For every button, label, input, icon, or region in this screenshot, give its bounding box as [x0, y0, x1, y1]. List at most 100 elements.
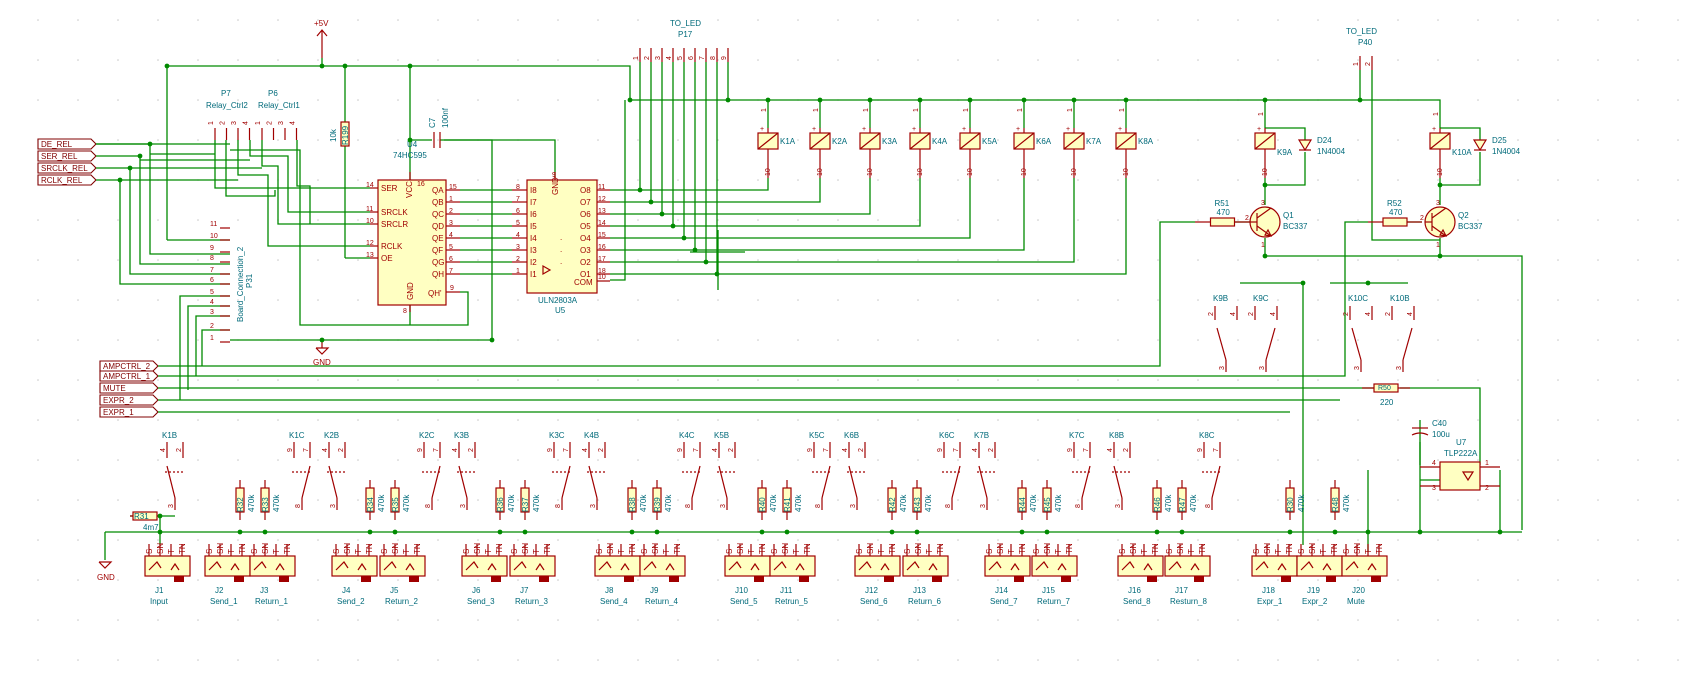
- pin-number: 1: [210, 335, 214, 342]
- jack-label: Expr_2: [1302, 597, 1328, 606]
- pin-number: 9: [547, 448, 554, 452]
- pin-number: 4: [1432, 460, 1436, 467]
- pin-number: 3: [168, 504, 175, 508]
- pin-number: 7: [433, 448, 440, 452]
- connector-value: Relay_Ctrl1: [258, 101, 300, 110]
- jack-ref: J14: [995, 586, 1008, 595]
- jack-ref: J3: [260, 586, 269, 595]
- pin-number: 13: [598, 208, 606, 215]
- jack-pin-label: TN: [673, 543, 682, 554]
- pin-number: +: [760, 126, 764, 133]
- pin-number: 8: [1205, 504, 1212, 508]
- jack-label: Send_4: [600, 597, 628, 606]
- resistor-value: 470k: [899, 494, 908, 512]
- diode-ref: D24: [1317, 136, 1332, 145]
- junction-dots: [117, 63, 1503, 535]
- jack-ref: J9: [650, 586, 659, 595]
- pin-number: 3: [850, 504, 857, 508]
- diode-value: 1N4004: [1317, 147, 1346, 156]
- pin-number: 2: [728, 448, 735, 452]
- resistor-value: 470k: [794, 494, 803, 512]
- switch-ref: K1B: [162, 431, 177, 440]
- pin-number: 10: [967, 168, 974, 176]
- pin-number: 7: [699, 56, 706, 60]
- pin-number: 4: [842, 448, 849, 452]
- net-flag-label: AMPCTRL_1: [103, 372, 151, 381]
- pin-number: 8: [210, 255, 214, 262]
- jack-pin-label: S: [380, 549, 389, 554]
- jack-pin-label: S: [1165, 549, 1174, 554]
- switch-ref: K7B: [974, 431, 989, 440]
- pin-number: +: [1016, 126, 1020, 133]
- pin-number: 1: [863, 108, 870, 112]
- pin-number: 4: [516, 232, 520, 239]
- resistor-value: 470k: [247, 494, 256, 512]
- opto-ref: U7: [1456, 438, 1467, 447]
- relay-ref: K1A: [780, 137, 796, 146]
- net-flag-label: SRCLK_REL: [41, 164, 88, 173]
- pin-name: I2: [530, 258, 537, 267]
- jack-pin-label: S: [640, 549, 649, 554]
- jack-label: Mute: [1347, 597, 1365, 606]
- jack-ref: J18: [1262, 586, 1275, 595]
- pin-number: 7: [449, 268, 453, 275]
- jack-pin-label: TN: [1151, 543, 1160, 554]
- resistor-ref: R42: [888, 497, 897, 512]
- pin-number: 8: [555, 504, 562, 508]
- jack-pin-label: TN: [1375, 543, 1384, 554]
- jack-pin-label: SN: [1043, 543, 1052, 554]
- jack-pin-label: T: [1140, 549, 1149, 554]
- jack-pin-label: SN: [521, 543, 530, 554]
- net-flag-de-rel: DE_REL: [37, 138, 97, 150]
- resistor-value: 470k: [377, 494, 386, 512]
- resistor-ref: R51: [1215, 199, 1230, 208]
- pin-number: 1: [813, 108, 820, 112]
- pin-number: 2: [988, 448, 995, 452]
- net-flag-mute: MUTE: [99, 382, 159, 394]
- pin-number: 14: [598, 220, 606, 227]
- pin-name: QG: [432, 258, 444, 267]
- capacitor-value: 100u: [1432, 430, 1450, 439]
- ic-value: 74HC595: [393, 151, 427, 160]
- jack-pin-label: SN: [1129, 543, 1138, 554]
- net-flag-expr-1: EXPR_1: [99, 406, 159, 418]
- pin-name: O1: [580, 270, 591, 279]
- pin-number: 8: [516, 184, 520, 191]
- pin-number: 2: [176, 448, 183, 452]
- pin-number: 4: [452, 448, 459, 452]
- jack-label: Send_7: [990, 597, 1018, 606]
- pin-number: 3: [1432, 485, 1436, 492]
- pin-number: 9: [210, 245, 214, 252]
- pin-number: 7: [693, 448, 700, 452]
- jack-label: Retrun_5: [775, 597, 808, 606]
- resistor-ref: R35: [391, 497, 400, 512]
- pin-number: 3: [1259, 366, 1266, 370]
- switch-ref: K3B: [454, 431, 469, 440]
- jack-pin-label: S: [462, 549, 471, 554]
- pin-number: 2: [338, 448, 345, 452]
- jack-label: Return_4: [645, 597, 678, 606]
- pin-number: 3: [590, 504, 597, 508]
- diode-ref: D25: [1492, 136, 1507, 145]
- net-flag-rclk-rel: RCLK_REL: [37, 174, 97, 186]
- switch-ref: K8B: [1109, 431, 1124, 440]
- jack-pin-label: T: [617, 549, 626, 554]
- jack-pin-label: S: [985, 549, 994, 554]
- pin-number: 3: [980, 504, 987, 508]
- jack-pin-label: T: [1364, 549, 1373, 554]
- pin-name: O6: [580, 210, 591, 219]
- pin-number: 9: [450, 285, 454, 292]
